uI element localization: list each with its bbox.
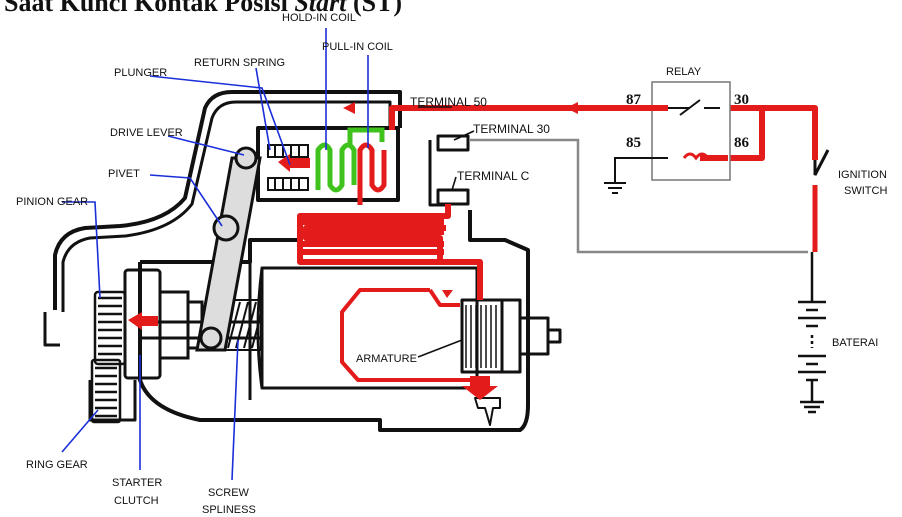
ignition-switch <box>815 150 828 252</box>
label-hold-in-coil: HOLD-IN COIL <box>282 12 356 24</box>
pivet-leader <box>150 175 222 226</box>
label-screw: SCREW <box>208 487 250 499</box>
armature-leader <box>418 340 462 357</box>
label-pinion-gear: PINION GEAR <box>16 196 88 208</box>
terminal-c-leader <box>452 177 456 190</box>
relay-box <box>652 82 730 180</box>
label-relay-85: 85 <box>626 135 641 151</box>
label-switch: SWITCH <box>844 185 887 197</box>
label-ring-gear: RING GEAR <box>26 459 88 471</box>
label-baterai: BATERAI <box>832 337 878 349</box>
label-plunger: PLUNGER <box>114 67 167 79</box>
pinion-gear-shape <box>95 292 125 364</box>
label-clutch: CLUTCH <box>114 495 159 507</box>
label-ignition: IGNITION <box>838 169 887 181</box>
label-terminal-50: TERMINAL 50 <box>410 95 487 109</box>
label-armature: ARMATURE <box>356 353 417 365</box>
screw-spliness-leader <box>232 340 238 480</box>
battery <box>798 252 826 412</box>
label-terminal-c: TERMINAL C <box>457 169 530 183</box>
commutator <box>466 305 496 368</box>
label-pull-in-coil: PULL-IN COIL <box>322 41 393 53</box>
label-relay-30: 30 <box>734 92 749 108</box>
pinion-push-arrow <box>128 312 158 330</box>
ring-gear-leader <box>62 410 98 452</box>
label-terminal-30: TERMINAL 30 <box>473 122 550 136</box>
pull-in-coil-shape <box>360 145 384 190</box>
label-spliness: SPLINESS <box>202 504 256 516</box>
label-drive-lever: DRIVE LEVER <box>110 127 183 139</box>
label-relay-86: 86 <box>734 135 750 151</box>
label-relay: RELAY <box>666 66 702 78</box>
label-pivet: PIVET <box>108 168 140 180</box>
label-relay-87: 87 <box>626 92 642 108</box>
label-starter: STARTER <box>112 477 162 489</box>
label-return-spring: RETURN SPRING <box>194 57 285 69</box>
